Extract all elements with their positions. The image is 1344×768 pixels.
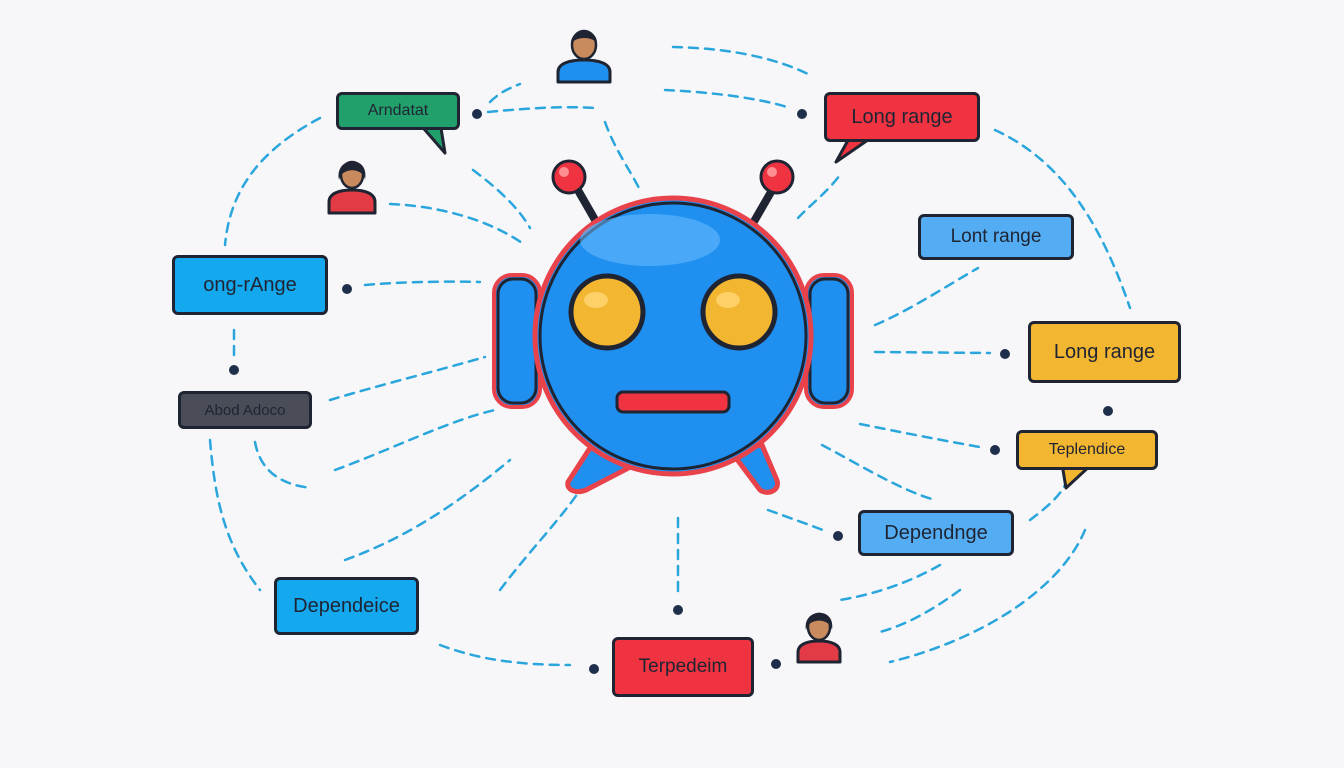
connector-dot — [833, 531, 843, 541]
person-icon — [556, 29, 612, 84]
connector-dot — [1103, 406, 1113, 416]
connector-line — [766, 508, 830, 534]
person-icon — [327, 160, 377, 215]
label-long-range-top: Long range — [824, 92, 980, 142]
connector-dot — [797, 109, 807, 119]
connector-dot — [229, 365, 239, 375]
connector-line — [873, 350, 992, 355]
connector-dot — [472, 109, 482, 119]
label-terpedeim: Terpedeim — [612, 637, 754, 697]
connector-line — [663, 88, 792, 110]
connector-line — [438, 643, 572, 667]
connector-line — [223, 116, 322, 247]
connector-line — [873, 266, 980, 327]
connector-dot — [1000, 349, 1010, 359]
connector-line — [343, 458, 512, 562]
connector-line — [388, 202, 527, 247]
label-long-range-right: Long range — [1028, 321, 1181, 383]
connector-line — [603, 120, 642, 192]
connector-line — [796, 170, 844, 220]
label-dependnge: Dependnge — [858, 510, 1014, 556]
person-icon — [796, 612, 842, 664]
label-lont-range: Lont range — [918, 214, 1074, 260]
connector-dot — [771, 659, 781, 669]
connector-line — [253, 440, 314, 490]
label-abod-adoco: Abod Adoco — [178, 391, 312, 429]
robot-chat-bubble-icon — [492, 159, 854, 495]
connector-dot — [589, 664, 599, 674]
label-dependeice: Dependeice — [274, 577, 419, 635]
label-ong-range: ong-rAnge — [172, 255, 328, 315]
connector-line — [820, 443, 937, 502]
connector-line — [208, 438, 262, 592]
connector-line — [363, 280, 482, 287]
connector-line — [993, 128, 1132, 310]
connector-dot — [342, 284, 352, 294]
connector-line — [878, 588, 962, 634]
label-arndatat: Arndatat — [336, 92, 460, 130]
connector-line — [1028, 483, 1067, 522]
label-teplendice: Teplendice — [1016, 430, 1158, 470]
connector-line — [486, 105, 597, 114]
connector-line — [838, 563, 942, 602]
connector-line — [333, 408, 497, 472]
connector-line — [471, 168, 532, 230]
connector-line — [328, 355, 487, 402]
connector-lines — [208, 45, 1132, 667]
connector-line — [888, 528, 1087, 664]
connector-line — [858, 422, 987, 450]
connector-dot — [673, 605, 683, 615]
connector-line — [488, 82, 522, 104]
connector-line — [498, 488, 582, 592]
connector-line — [671, 45, 812, 77]
connector-dot — [990, 445, 1000, 455]
connector-dots — [229, 109, 1113, 674]
